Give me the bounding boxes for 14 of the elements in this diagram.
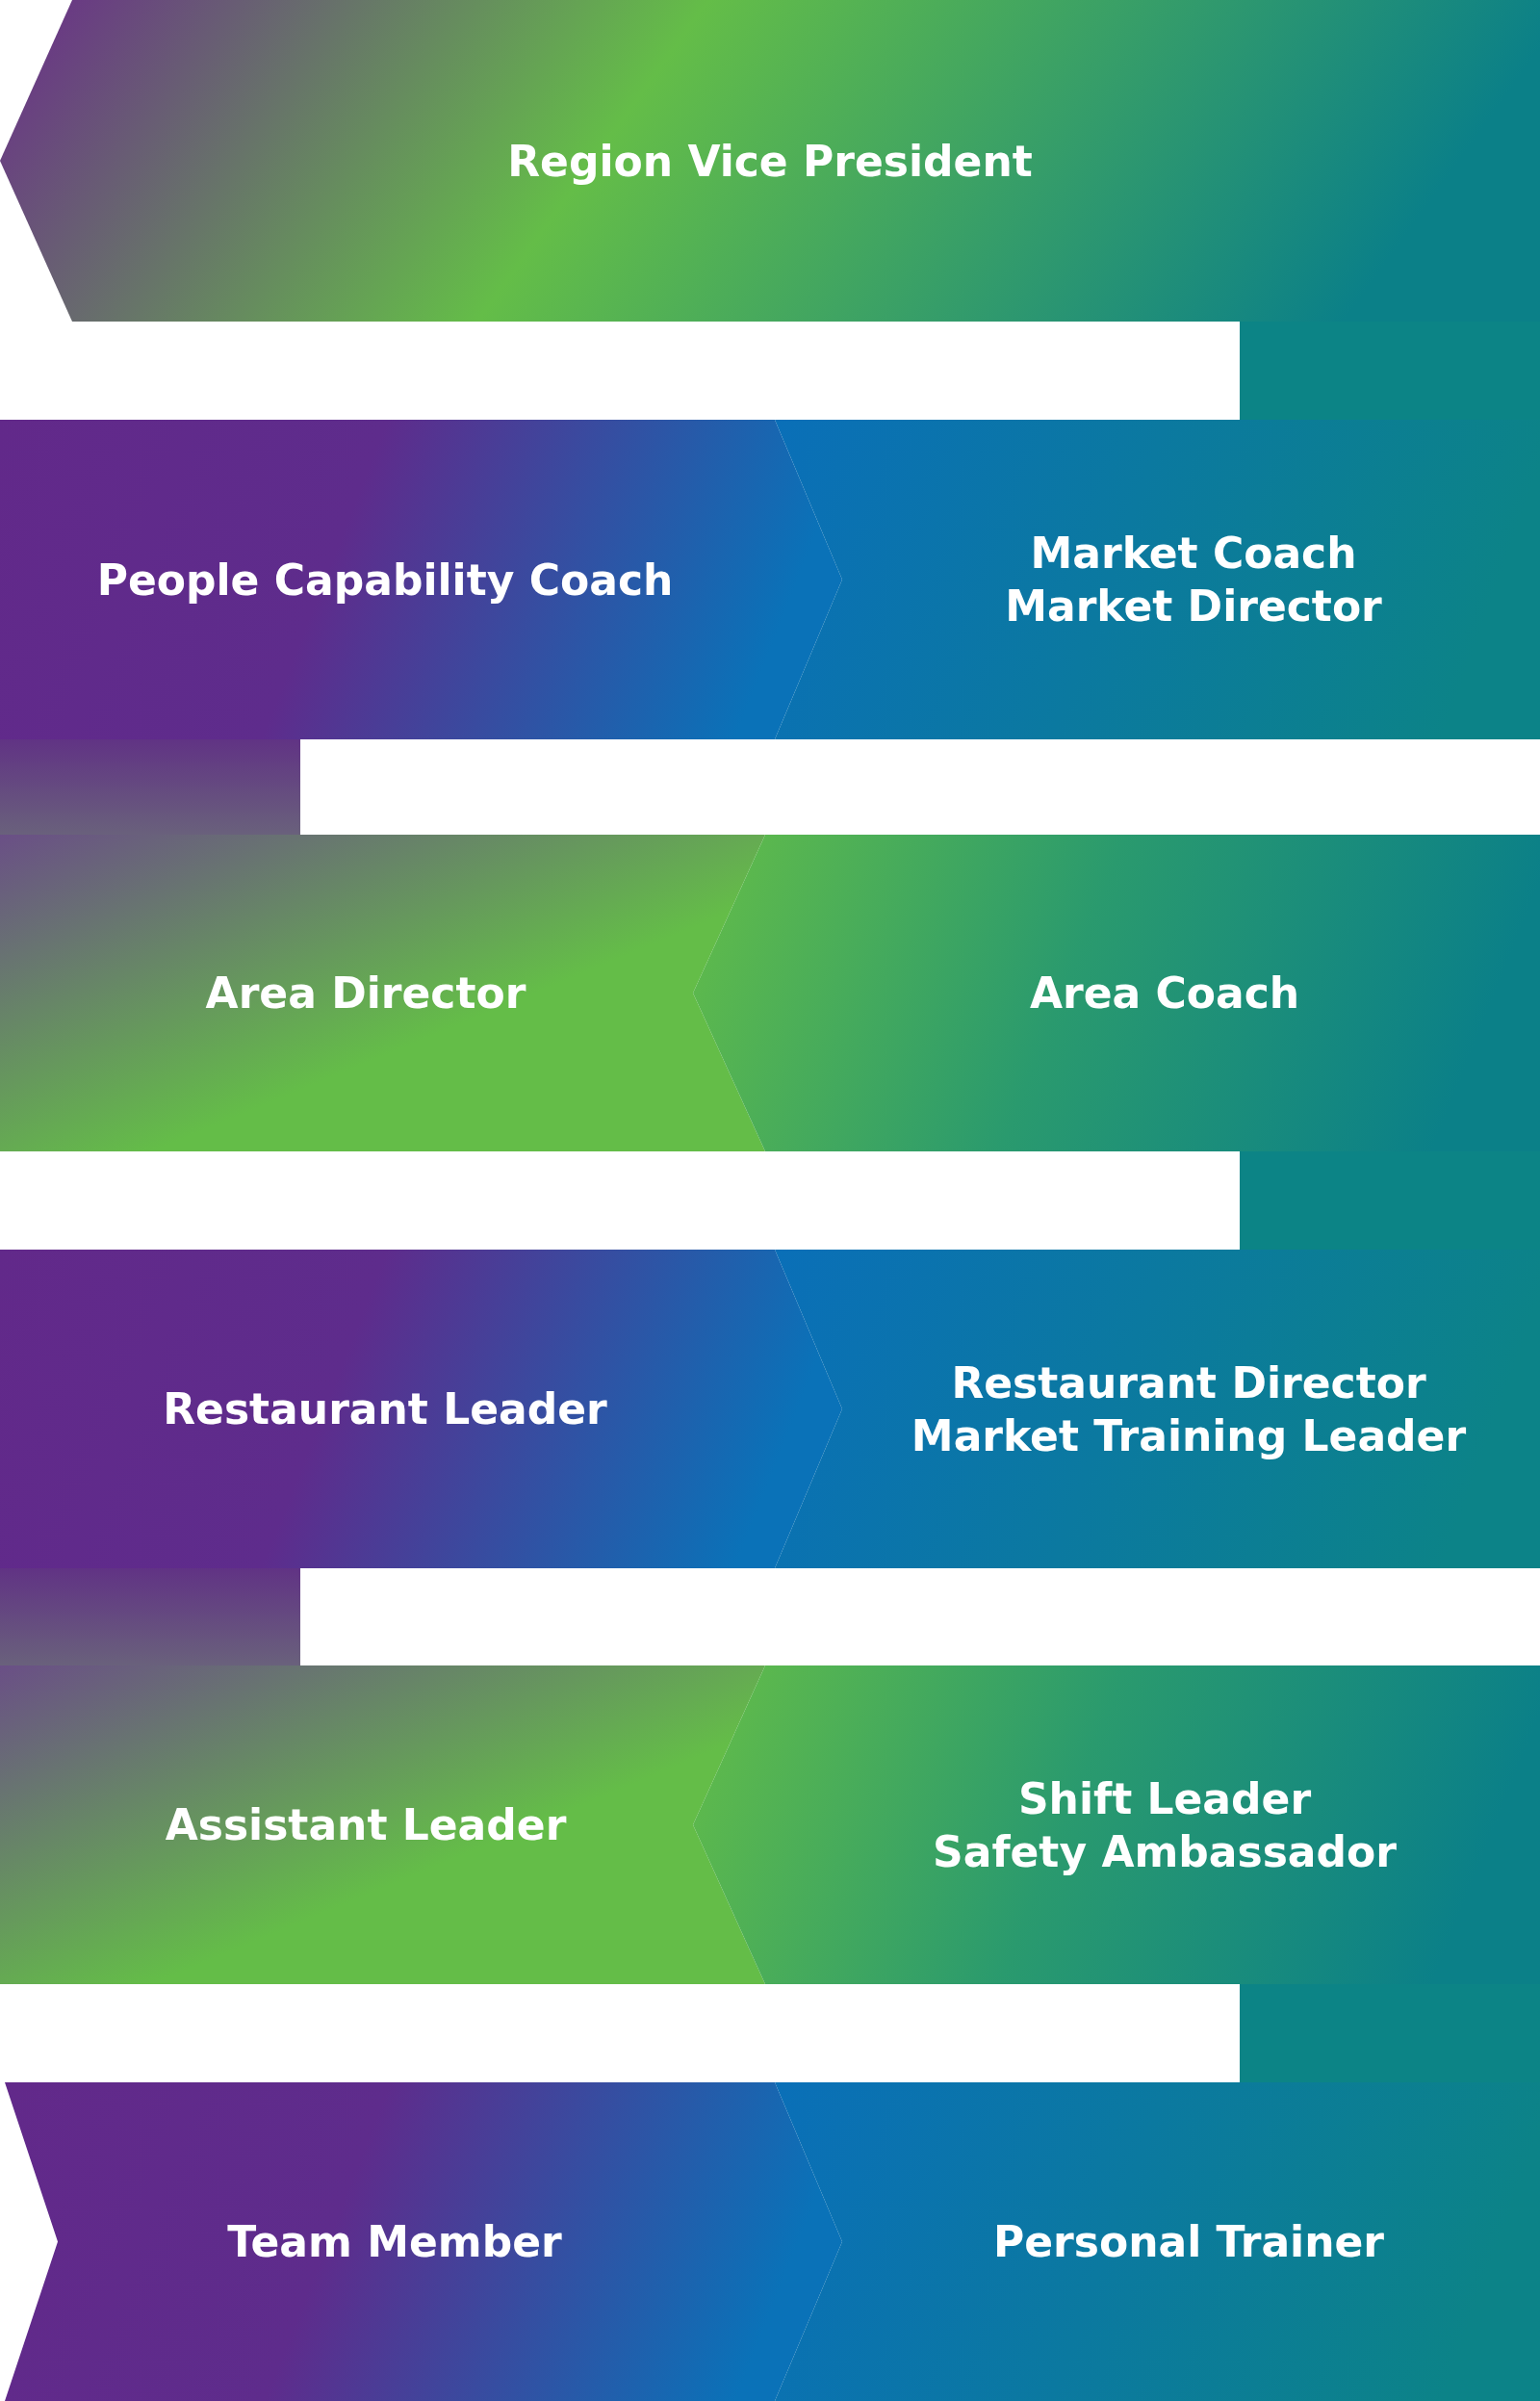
role-title: Personal Trainer (992, 2216, 1385, 2268)
role-title: Assistant Leader (165, 1799, 567, 1851)
role-title: Restaurant Leader (163, 1383, 607, 1435)
role-title: People Capability Coach (96, 554, 674, 607)
role-title: Safety Ambassador (933, 1825, 1397, 1878)
role-title: Restaurant Director (951, 1356, 1426, 1409)
role-title: Market Training Leader (911, 1409, 1467, 1462)
role-title: Shift Leader (1017, 1772, 1312, 1825)
role-title: Region Vice President (507, 135, 1033, 188)
role-title: Area Coach (1029, 968, 1300, 1020)
role-title: Market Coach (1030, 528, 1357, 580)
role-title: Area Director (205, 968, 526, 1020)
role-title: Market Director (1005, 581, 1382, 633)
role-title: Team Member (227, 2216, 562, 2268)
